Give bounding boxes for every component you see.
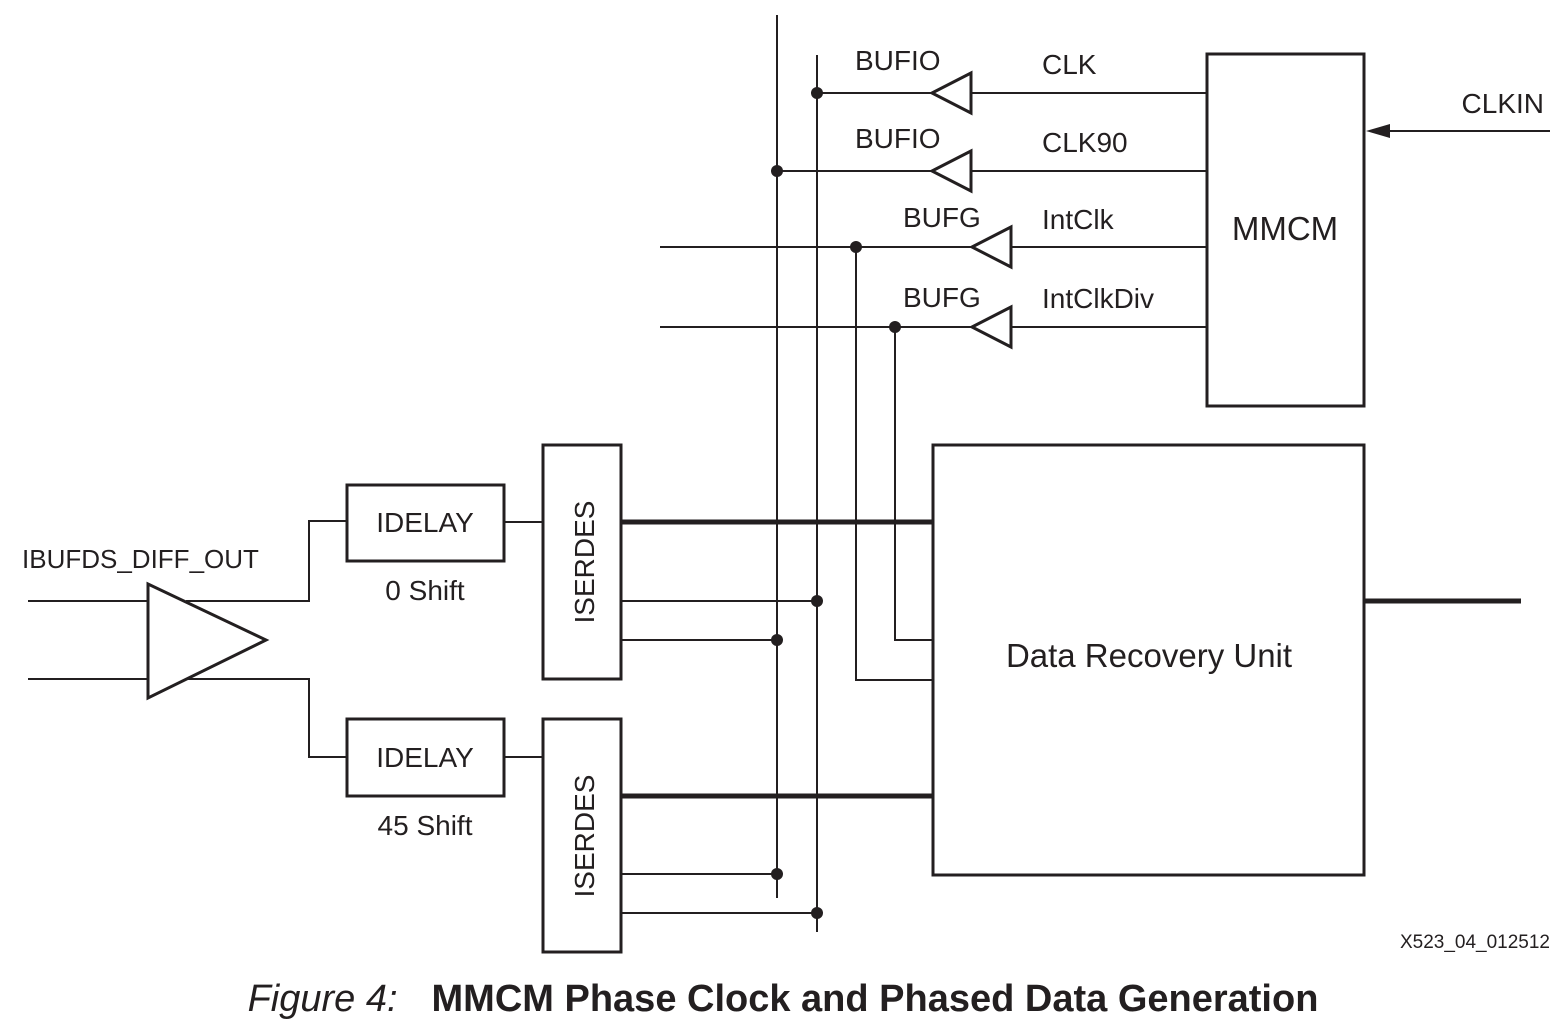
data-recovery-unit-label: Data Recovery Unit	[1006, 637, 1292, 674]
junction-dot	[850, 241, 862, 253]
figure-caption: Figure 4: MMCM Phase Clock and Phased Dat…	[0, 978, 1566, 1028]
junction-dot	[771, 165, 783, 177]
mmcm-label: MMCM	[1232, 210, 1338, 247]
idelay-bottom-label: IDELAY	[376, 742, 474, 773]
clocking-block-diagram: MMCM Data Recovery Unit IDELAY 0 Shift I…	[22, 15, 1550, 954]
ibufds-diff-buffer	[146, 581, 270, 701]
junction-dot	[889, 321, 901, 333]
idelay-top-label: IDELAY	[376, 507, 474, 538]
intclkdiv-label: IntClkDiv	[1042, 283, 1154, 314]
data-recovery-unit-block	[931, 443, 1366, 877]
figure-title: MMCM Phase Clock and Phased Data Generat…	[431, 978, 1319, 1020]
bufg-intclkdiv-buffer	[968, 304, 1013, 350]
iserdes-top-label: ISERDES	[569, 501, 600, 624]
junction-dot	[811, 595, 823, 607]
bufg-intclkdiv-label: BUFG	[903, 282, 981, 313]
idelay-top-shift-label: 0 Shift	[385, 575, 465, 606]
bufio-clk90-buffer	[928, 148, 973, 194]
mmcm-block	[1205, 52, 1366, 408]
clkin-arrowhead	[1366, 124, 1390, 138]
iserdes-bottom-block	[541, 717, 623, 954]
bufio-clk-buffer	[928, 70, 973, 116]
bufio-clk90-label: BUFIO	[855, 123, 941, 154]
idelay-bottom-shift-label: 45 Shift	[378, 810, 473, 841]
bufg-intclk-buffer	[968, 224, 1013, 270]
iserdes-bottom-label: ISERDES	[569, 775, 600, 898]
ibufds-out-bottom-wire	[186, 678, 347, 758]
clkin-label: CLKIN	[1462, 88, 1544, 119]
iserdes-top-block	[541, 443, 623, 681]
junction-dot	[771, 634, 783, 646]
bufg-intclk-label: BUFG	[903, 202, 981, 233]
clk90-label: CLK90	[1042, 127, 1128, 158]
junction-dot	[771, 868, 783, 880]
bufio-clk-label: BUFIO	[855, 45, 941, 76]
junction-dot	[811, 907, 823, 919]
intclkdiv-to-dru-wire	[894, 327, 933, 641]
junction-dot	[811, 87, 823, 99]
intclk-label: IntClk	[1042, 204, 1115, 235]
figure-id-label: X523_04_012512	[1400, 932, 1550, 953]
ibufds-label: IBUFDS_DIFF_OUT	[22, 544, 259, 574]
figure-number: Figure 4:	[247, 978, 398, 1020]
intclk-to-dru-wire	[855, 247, 933, 681]
ibufds-out-top-wire	[186, 520, 347, 602]
clk-label: CLK	[1042, 49, 1097, 80]
